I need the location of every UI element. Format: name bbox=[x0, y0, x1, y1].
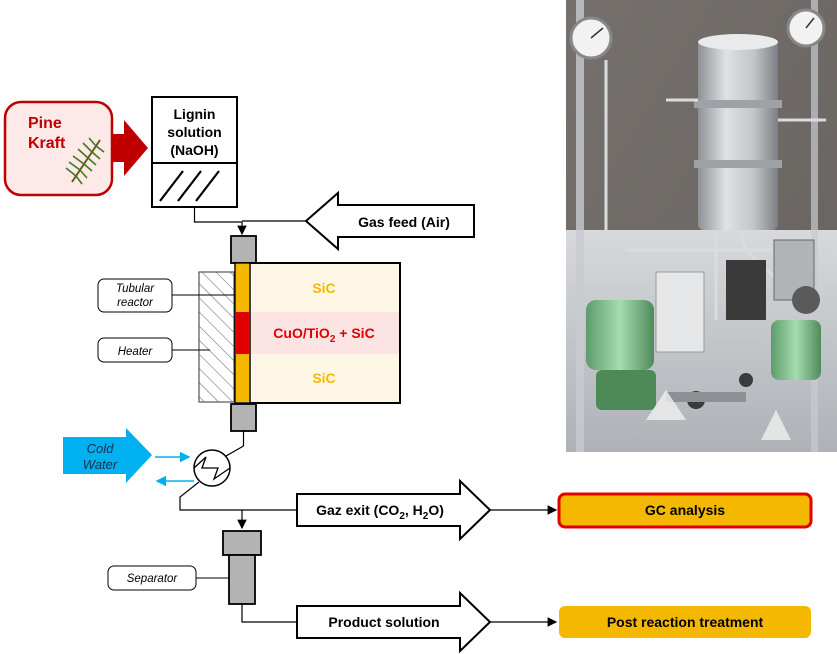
product-solution-arrow: Product solution bbox=[296, 590, 492, 654]
separator-callout: Separator bbox=[107, 565, 229, 591]
heater-block bbox=[198, 271, 235, 403]
separator bbox=[222, 530, 262, 605]
cold-water-arrow: Cold Water bbox=[63, 428, 152, 483]
gas-feed-arrow: Gas feed (Air) bbox=[304, 190, 475, 252]
feed-line bbox=[193, 207, 247, 236]
tubular-reactor: SiC CuO/TiO2 + SiC SiC bbox=[198, 235, 401, 432]
pump-left bbox=[586, 300, 654, 370]
reactor-furnace bbox=[698, 40, 778, 230]
product-solution-label: Product solution bbox=[328, 614, 439, 630]
pine-kraft-feedstock: Pine Kraft bbox=[3, 100, 114, 197]
gc-analysis-box: GC analysis bbox=[557, 492, 813, 529]
tank-label-line1: Lignin bbox=[174, 106, 216, 122]
separator-label: Separator bbox=[127, 573, 179, 585]
tank-label-line3: (NaOH) bbox=[170, 142, 218, 158]
pine-branch-icon bbox=[65, 137, 105, 185]
gas-feed-label: Gas feed (Air) bbox=[358, 214, 450, 230]
lignin-solution-tank: Lignin solution (NaOH) bbox=[151, 96, 238, 208]
tube-segment-bottom bbox=[236, 354, 249, 402]
heater-callout: Heater bbox=[97, 337, 210, 363]
zone-middle bbox=[250, 312, 399, 354]
cold-water-label-1: Cold bbox=[87, 441, 115, 456]
tubular-reactor-callout: Tubular reactor bbox=[97, 278, 235, 313]
zone-bottom bbox=[250, 354, 399, 402]
gas-exit-arrow: Gaz exit (CO2, H2O) bbox=[296, 478, 492, 542]
cold-water-label-2: Water bbox=[83, 457, 118, 472]
heater-label: Heater bbox=[118, 346, 154, 358]
reactor-top-cap bbox=[230, 235, 257, 264]
tank-hatch bbox=[159, 170, 220, 202]
gc-analysis-label: GC analysis bbox=[645, 502, 725, 518]
tubular-reactor-label-2: reactor bbox=[117, 297, 154, 309]
tank-label-line2: solution bbox=[167, 124, 221, 140]
feedstock-label-line2: Kraft bbox=[28, 135, 66, 152]
tube-segment-top bbox=[236, 264, 249, 312]
heat-exchanger-icon bbox=[193, 449, 231, 487]
reactor-bottom-cap bbox=[230, 403, 257, 432]
zone-top bbox=[250, 264, 399, 312]
pump-right bbox=[771, 320, 821, 380]
feed-arrow bbox=[112, 120, 148, 176]
setup-photo bbox=[566, 0, 837, 452]
feedstock-label-line1: Pine bbox=[28, 115, 62, 132]
zone-top-label: SiC bbox=[312, 280, 335, 296]
tube-segment-catalyst bbox=[236, 312, 249, 354]
post-reaction-treatment-box: Post reaction treatment bbox=[559, 606, 811, 638]
zone-middle-label: CuO/TiO2 + SiC bbox=[273, 325, 374, 345]
post-treatment-label: Post reaction treatment bbox=[607, 614, 764, 630]
zone-bottom-label: SiC bbox=[312, 370, 335, 386]
tubular-reactor-label-1: Tubular bbox=[116, 283, 155, 295]
gas-exit-label: Gaz exit (CO2, H2O) bbox=[316, 502, 444, 522]
